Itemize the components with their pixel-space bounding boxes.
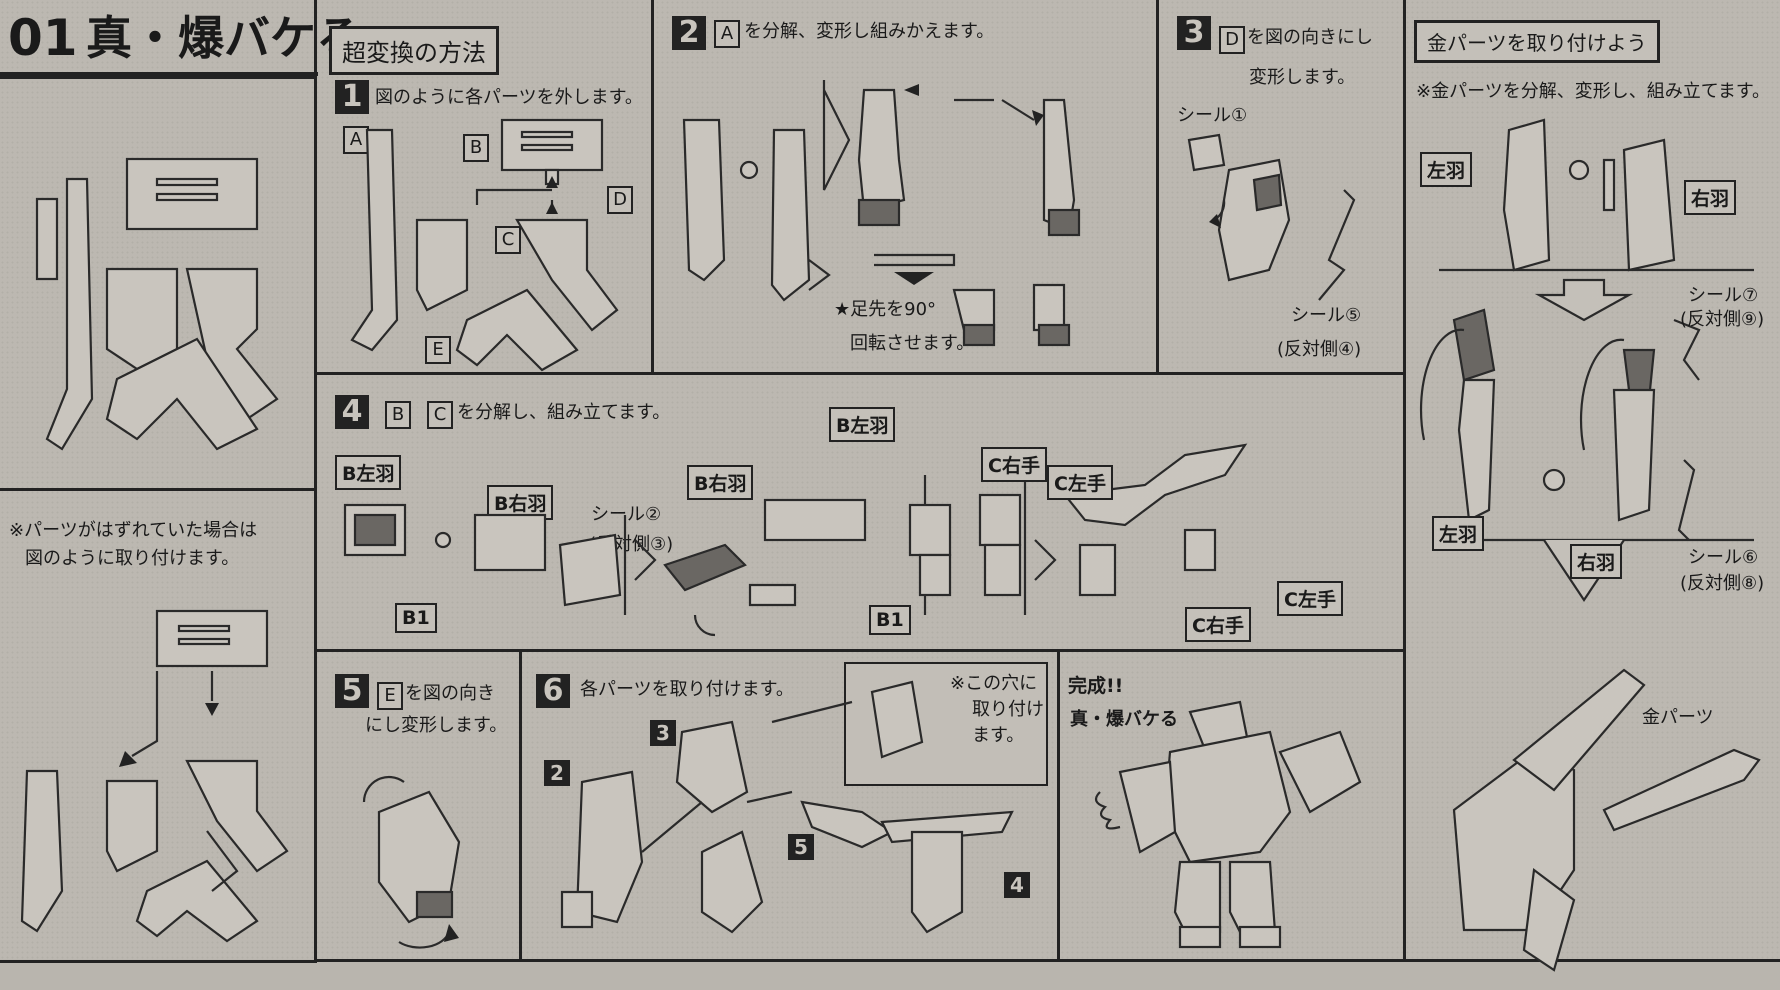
gold-right-wing-label-1: 右羽 [1684,180,1737,215]
step5-letter-e: E [377,682,403,710]
sheet-number: 01 [8,9,78,67]
panel-step2: 2 A を分解、変形し組みかえます。 ★足先を90° 回転させます。 [651,0,1159,375]
b-left-wing-label: B左羽 [335,455,402,490]
reattach-note-line1: ※パーツがはずれていた場合は [9,520,258,541]
seal6-label: シール⑥ [1688,547,1759,568]
panel-step6: 6 各パーツを取り付けます。 ※この穴に 取り付け ます。 2 3 5 4 [519,649,1060,962]
gold-left-wing-label-1: 左羽 [1420,152,1473,187]
panel-step3: 3 D を図の向きにし 変形します。 シール① シール⑤ (反対側④) [1156,0,1406,375]
b1-label-1: B1 [395,603,437,633]
complete-robot-illustration [1094,700,1362,949]
panel-complete: 完成!! 真・爆バケる [1057,649,1406,962]
c-right-hand-label-1: C右手 [981,447,1047,482]
c-left-hand-label-2: C左手 [1277,581,1343,616]
reattach-note-line2: 図のように取り付けます。 [25,548,240,569]
hole-note-line2: 取り付け [972,699,1044,720]
seal7-sub: (反対側⑨) [1680,309,1765,330]
panel-step5: 5 E を図の向き にし変形します。 [314,649,522,962]
gold-text: ※金パーツを分解、変形し、組み立てます。 [1416,81,1771,102]
part-label-e: E [425,336,451,364]
step2-star-note-line1: ★足先を90° [834,299,937,320]
complete-title: 完成!! [1068,675,1124,697]
panel-step4: 4 B C を分解し、組み立てます。 B左羽 B右羽 シール② (反対側③) B… [314,372,1406,652]
step3-text-line2: 変形します。 [1249,67,1356,88]
gold-title: 金パーツを取り付けよう [1414,20,1660,63]
step6-number: 6 [536,674,570,708]
hole-note-line1: ※この穴に [950,673,1038,694]
seal2-label: シール② [591,504,662,525]
step5-text-line1: を図の向き [405,683,495,704]
step3-letter-d: D [1219,26,1245,54]
gold-left-wing-label-2: 左羽 [1432,516,1485,551]
header-rule [0,72,318,76]
b1-label-2: B1 [869,605,911,635]
step6-text: 各パーツを取り付けます。 [580,679,794,700]
gold-right-wing-label-2: 右羽 [1570,544,1623,579]
seal1-label: シール① [1177,105,1248,126]
part-label-a: A [343,126,369,154]
step4-letter-b: B [385,401,411,429]
part-num-5: 5 [788,834,814,860]
seal5-sub: (反対側④) [1277,339,1362,360]
method-title: 超変換の方法 [329,26,499,75]
baku-kanji-robot-illustration [35,157,279,451]
reattach-diagram [20,609,289,943]
panel-step1: 超変換の方法 1 図のように各パーツを外します。 A B C D E [314,0,654,375]
seal6-sub: (反対側⑧) [1680,573,1765,594]
part-label-c: C [495,226,521,254]
c-right-hand-label-2: C右手 [1185,607,1251,642]
step4-letter-c: C [427,401,453,429]
step4-illustration [343,443,1248,637]
step5-text-line2: にし変形します。 [365,715,508,736]
b-right-wing-label-2: B右羽 [687,465,754,500]
b-left-wing-label-2: B左羽 [829,407,896,442]
step2-number: 2 [672,16,706,50]
panel-kanji-figure [0,76,317,491]
step3-text-line1: を図の向きにし [1247,27,1373,48]
hole-note-line3: ます。 [972,725,1025,746]
step4-text: を分解し、組み立てます。 [457,402,671,423]
step1-text: 図のように各パーツを外します。 [375,87,643,108]
step5-illustration [362,775,461,949]
step1-illustration [350,118,619,372]
step3-number: 3 [1177,16,1211,50]
step2-illustration [682,80,1081,347]
part-label-d: D [607,186,633,214]
part-num-3: 3 [650,720,676,746]
step1-number: 1 [335,80,369,114]
step2-text: を分解、変形し組みかえます。 [744,21,995,42]
part-label-b: B [463,134,489,162]
part-num-4: 4 [1004,872,1030,898]
step2-letter-a: A [714,20,740,48]
panel-reattach-note: ※パーツがはずれていた場合は 図のように取り付けます。 [0,488,317,963]
gold-parts-illustration [1419,118,1761,972]
part-num-2: 2 [544,760,570,786]
gold-part-label: 金パーツ [1642,707,1714,728]
step3-illustration [1187,133,1356,301]
step5-number: 5 [335,674,369,708]
c-left-hand-label-1: C左手 [1047,465,1113,500]
step6-illustration [560,680,1014,934]
seal7-label: シール⑦ [1688,285,1759,306]
step4-number: 4 [335,395,369,429]
step2-star-note-line2: 回転させます。 [850,333,975,354]
panel-gold-parts: 金パーツを取り付けよう ※金パーツを分解、変形し、組み立てます。 左羽 右羽 [1403,0,1780,972]
seal5-label: シール⑤ [1291,305,1362,326]
complete-robot-name: 真・爆バケる [1070,709,1178,730]
